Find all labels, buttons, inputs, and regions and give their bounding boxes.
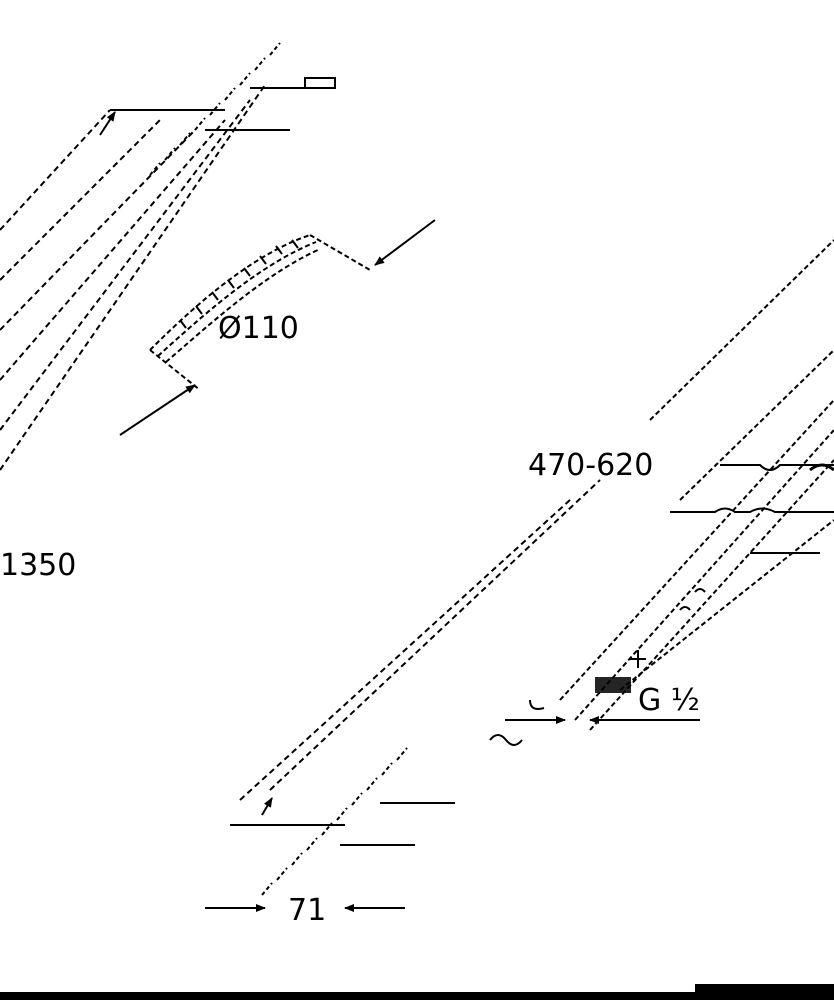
- wall-mixer: [559, 239, 834, 731]
- shower-head-nozzles: [179, 239, 299, 329]
- bottom-rule-right: [695, 984, 834, 992]
- bottom-bracket: [230, 747, 455, 896]
- diameter-label: Ø110: [218, 311, 299, 346]
- diameter-dimension: [119, 219, 436, 436]
- shower-head: [149, 234, 371, 391]
- range-label: 470-620: [528, 448, 653, 483]
- hose-connector: [489, 650, 700, 746]
- width-label: 71: [288, 893, 326, 928]
- bottom-rule: [0, 992, 834, 1000]
- height-label: 1350: [0, 548, 76, 583]
- sliding-rail: [0, 84, 601, 801]
- thread-label: G ½: [638, 683, 700, 718]
